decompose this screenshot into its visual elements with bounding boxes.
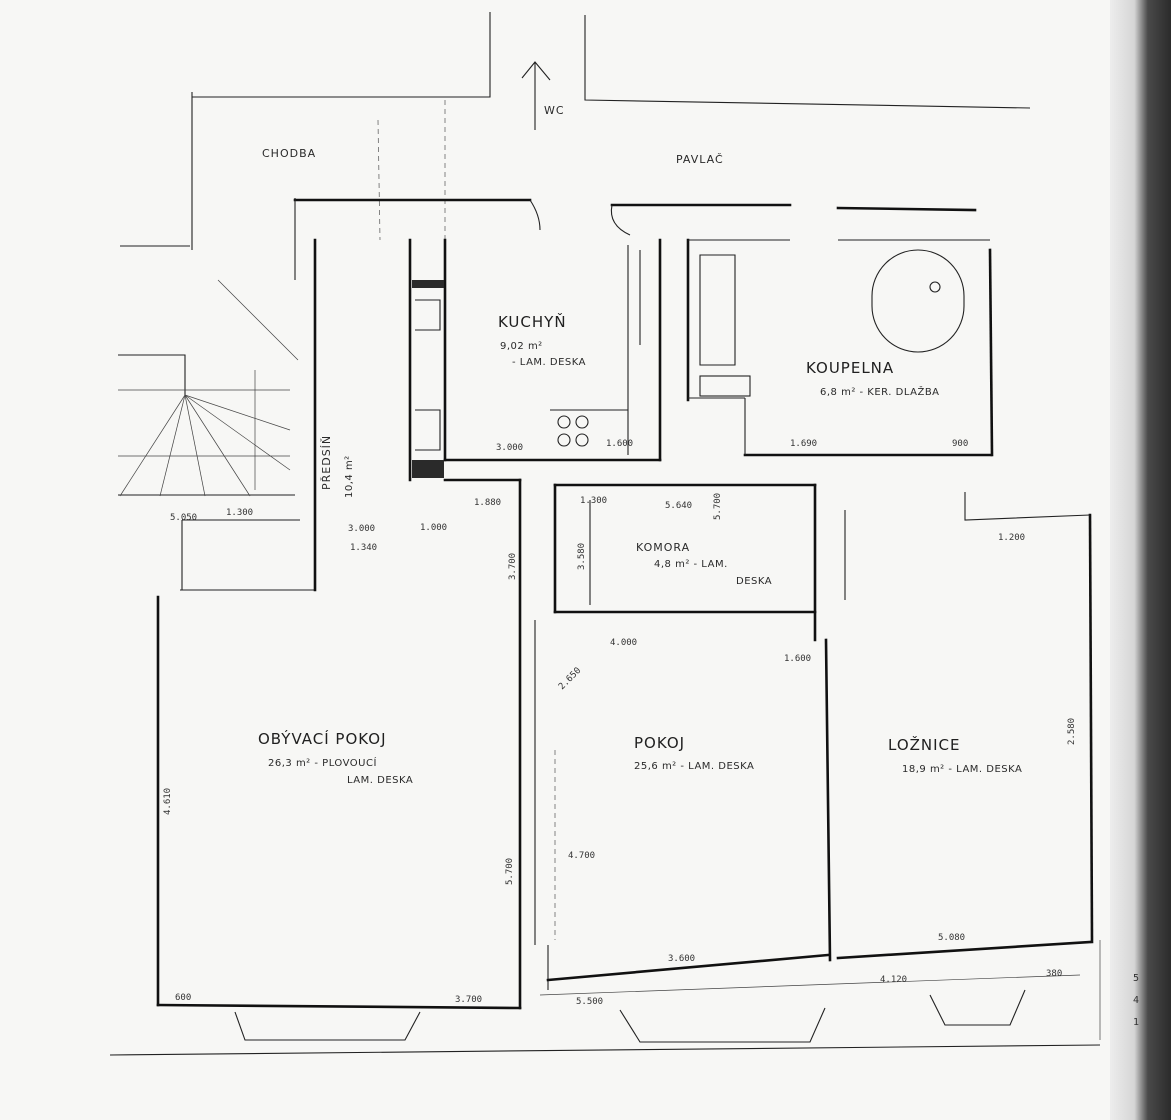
dim-label: 5.640 xyxy=(665,501,692,511)
dim-label: 1.340 xyxy=(350,543,377,553)
bathroom-walls xyxy=(686,238,992,457)
room-area-obyvaci: 26,3 m² - PLOVOUCÍ xyxy=(268,756,377,769)
dim-label: 900 xyxy=(952,439,968,449)
storage-walls xyxy=(553,483,817,642)
dim-label: 1.880 xyxy=(474,498,501,508)
dim-label: 3.700 xyxy=(455,995,482,1005)
dim-label: 5.700 xyxy=(713,493,723,520)
room-name-pokoj: POKOJ xyxy=(634,734,685,752)
dim-label: 5.080 xyxy=(938,933,965,943)
area-label-chodba: CHODBA xyxy=(262,147,316,160)
dim-label: 5.700 xyxy=(505,858,515,885)
north-label: WC xyxy=(544,104,565,117)
north-arrow-icon xyxy=(521,61,551,130)
dim-label: 4.700 xyxy=(568,851,595,861)
room-name-obyvaci: OBÝVACÍ POKOJ xyxy=(258,729,387,748)
exterior-walls xyxy=(156,198,1094,1010)
room-name-loznice: LOŽNICE xyxy=(888,735,961,754)
room-area-koupelna: 6,8 m² - KER. DLAŽBA xyxy=(820,385,940,398)
dim-label: 3.000 xyxy=(496,443,523,453)
area-label-pavlac: PAVLAČ xyxy=(676,153,724,166)
bathtub-icon xyxy=(871,249,965,353)
dim-label: 1.300 xyxy=(580,496,607,506)
kitchen-walls xyxy=(443,199,662,462)
edge-mark: 1 xyxy=(1132,1017,1140,1028)
dim-label: 3.580 xyxy=(577,543,587,570)
dim-label: 2.580 xyxy=(1067,718,1077,745)
room-name-koupelna: KOUPELNA xyxy=(806,359,894,377)
room-area-loznice: 18,9 m² - LAM. DESKA xyxy=(902,764,1022,775)
window-row xyxy=(109,940,1101,1056)
dim-label: 4.610 xyxy=(163,788,173,815)
edge-marks: 5 4 1 xyxy=(1128,968,1144,1034)
dim-label: 1.200 xyxy=(998,533,1025,543)
page-edge-shadow xyxy=(1110,0,1171,1120)
dim-label: 2.650 xyxy=(557,666,583,692)
room-name-predsin: PŘEDSÍŇ xyxy=(320,435,333,490)
bedroom-walls xyxy=(836,492,1092,960)
pokoj-walls xyxy=(534,620,832,990)
room-area-pokoj: 25,6 m² - LAM. DESKA xyxy=(634,761,754,772)
corridor-block xyxy=(120,12,1031,250)
room-name-komora: KOMORA xyxy=(636,541,690,554)
dim-label: 3.000 xyxy=(348,524,375,534)
room-area-predsin: 10,4 m² xyxy=(344,455,355,498)
room-area-komora: 4,8 m² - LAM. xyxy=(654,559,728,570)
dim-label: 1.600 xyxy=(784,654,811,664)
dim-label: 5.050 xyxy=(170,513,197,523)
stair-block xyxy=(118,279,299,497)
hallway-walls xyxy=(313,238,444,592)
edge-mark: 4 xyxy=(1132,995,1140,1006)
room-floor-komora: DESKA xyxy=(736,576,772,587)
room-name-kuchyn: KUCHYŇ xyxy=(498,312,567,331)
room-area-kuchyn: 9,02 m² xyxy=(500,341,543,352)
dim-label: 1.000 xyxy=(420,523,447,533)
dim-label: 1.300 xyxy=(226,508,253,518)
dim-label: 5.500 xyxy=(576,997,603,1007)
dim-label: 1.600 xyxy=(606,439,633,449)
living-room-walls xyxy=(443,478,522,1010)
room-floor-kuchyn: - LAM. DESKA xyxy=(512,357,586,368)
dim-label: 1.690 xyxy=(790,439,817,449)
dim-label: 3.700 xyxy=(508,553,518,580)
dim-label: 600 xyxy=(175,993,191,1003)
dim-label: 4.120 xyxy=(880,975,907,985)
dimension-labels: 1.300 3.000 1.000 1.340 4.610 1.880 3.70… xyxy=(163,439,1077,1007)
room-floor-obyvaci: LAM. DESKA xyxy=(347,775,413,786)
dim-label: 380 xyxy=(1046,969,1062,979)
dim-label: 4.000 xyxy=(610,638,637,648)
edge-mark: 5 xyxy=(1132,973,1140,984)
dim-label: 3.600 xyxy=(668,954,695,964)
